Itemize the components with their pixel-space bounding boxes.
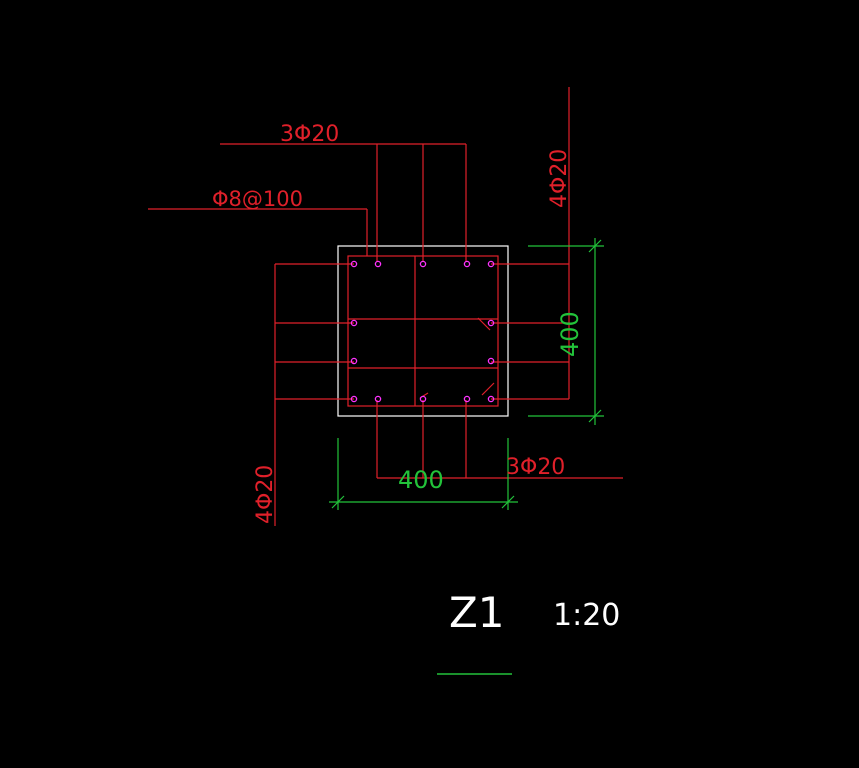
rebar-dot	[487, 357, 495, 365]
rebar-dot	[487, 395, 495, 403]
dim-height-tick-top	[588, 239, 602, 253]
left-rebar-label: 4Φ20	[253, 465, 278, 524]
rebar-dot	[350, 357, 358, 365]
rebar-dot	[350, 319, 358, 327]
rebar-dot	[350, 395, 358, 403]
tie-hook-2	[481, 382, 495, 396]
rebar-dot	[374, 260, 382, 268]
dim-width-tick-right	[501, 495, 515, 509]
rebar-dot	[463, 260, 471, 268]
dimension-lines	[329, 238, 604, 510]
title-scale: 1:20	[553, 598, 620, 633]
width-dimension-label: 400	[398, 466, 444, 494]
dim-height-tick-bottom	[588, 409, 602, 423]
tie-hook-1	[477, 317, 491, 331]
right-rebar-label: 4Φ20	[547, 149, 572, 208]
height-dimension-label: 400	[556, 311, 584, 357]
rebar-dots	[350, 260, 495, 403]
rebar-dot	[419, 260, 427, 268]
title-name: Z1	[449, 588, 505, 637]
rebar-dot	[350, 260, 358, 268]
stirrup-label: Φ8@100	[212, 187, 303, 211]
dim-width-tick-left	[331, 495, 345, 509]
labels: 3Φ20 Φ8@100 4Φ20 4Φ20 3Φ20 400 400 Z1 1:…	[212, 122, 620, 637]
rebar-dot	[374, 395, 382, 403]
rebar-dot	[487, 260, 495, 268]
leader-lines	[148, 87, 623, 526]
stirrup-group	[347, 255, 499, 407]
stirrup-outer	[347, 255, 499, 407]
top-rebar-label: 3Φ20	[280, 122, 339, 147]
rebar-dot	[419, 395, 427, 403]
bottom-rebar-label: 3Φ20	[506, 455, 565, 480]
column-outline	[337, 245, 509, 417]
rebar-dot	[487, 319, 495, 327]
rebar-dot	[463, 395, 471, 403]
